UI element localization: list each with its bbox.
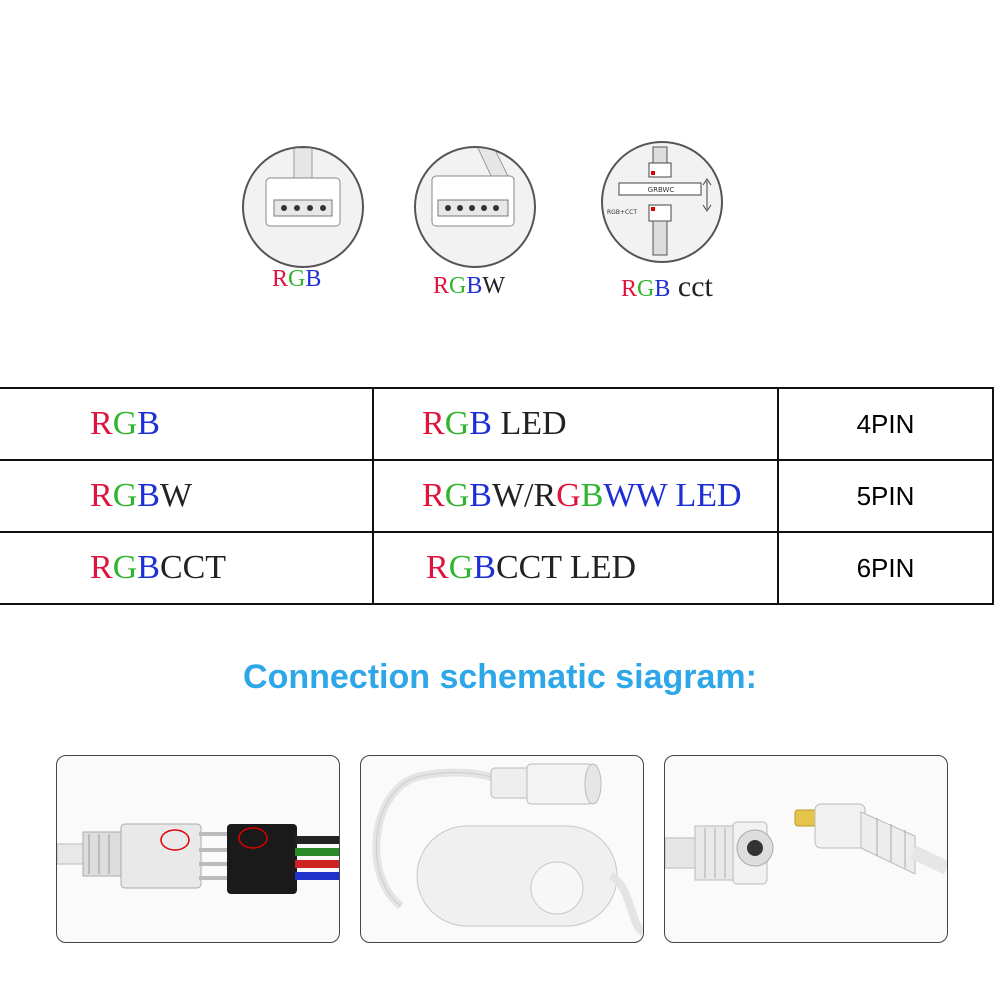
table-row: RGB RGB LED 4PIN: [0, 387, 994, 461]
table-cell: RGBW/RGBWW LED: [372, 459, 779, 533]
section-heading: Connection schematic siagram:: [243, 658, 757, 696]
table-cell: RGBCCT: [0, 531, 374, 605]
rgbcct-side-text: RGB+CCT: [607, 209, 637, 216]
pin-count: 6PIN: [777, 531, 994, 605]
rgbcct-connector-label: RGB cct: [621, 270, 713, 303]
pin-count: 5PIN: [777, 459, 994, 533]
connector-pins-photo: [56, 755, 340, 943]
controller-photo: [360, 755, 644, 943]
rgbw-connector-icon: [414, 146, 536, 268]
dc-jack-photo: [664, 755, 948, 943]
rgbcct-inner-text: GRBWC: [648, 186, 675, 194]
table-cell: RGBW: [0, 459, 374, 533]
table-cell: RGB: [0, 387, 374, 461]
table-cell: RGB LED: [372, 387, 779, 461]
table-row: RGBCCT RGBCCT LED 6PIN: [0, 531, 994, 605]
table-row: RGBW RGBW/RGBWW LED 5PIN: [0, 459, 994, 533]
rgbcct-connector-icon: GRBWC RGB+CCT: [601, 141, 723, 263]
pin-count: 4PIN: [777, 387, 994, 461]
rgbw-connector-label: RGBW: [433, 273, 506, 299]
rgb-connector-label: RGB: [272, 266, 322, 292]
table-cell: RGBCCT LED: [372, 531, 779, 605]
led-type-table: RGB RGB LED 4PIN RGBW RGBW/RGBWW LED 5PI…: [0, 387, 994, 605]
rgb-connector-icon: [242, 146, 364, 268]
